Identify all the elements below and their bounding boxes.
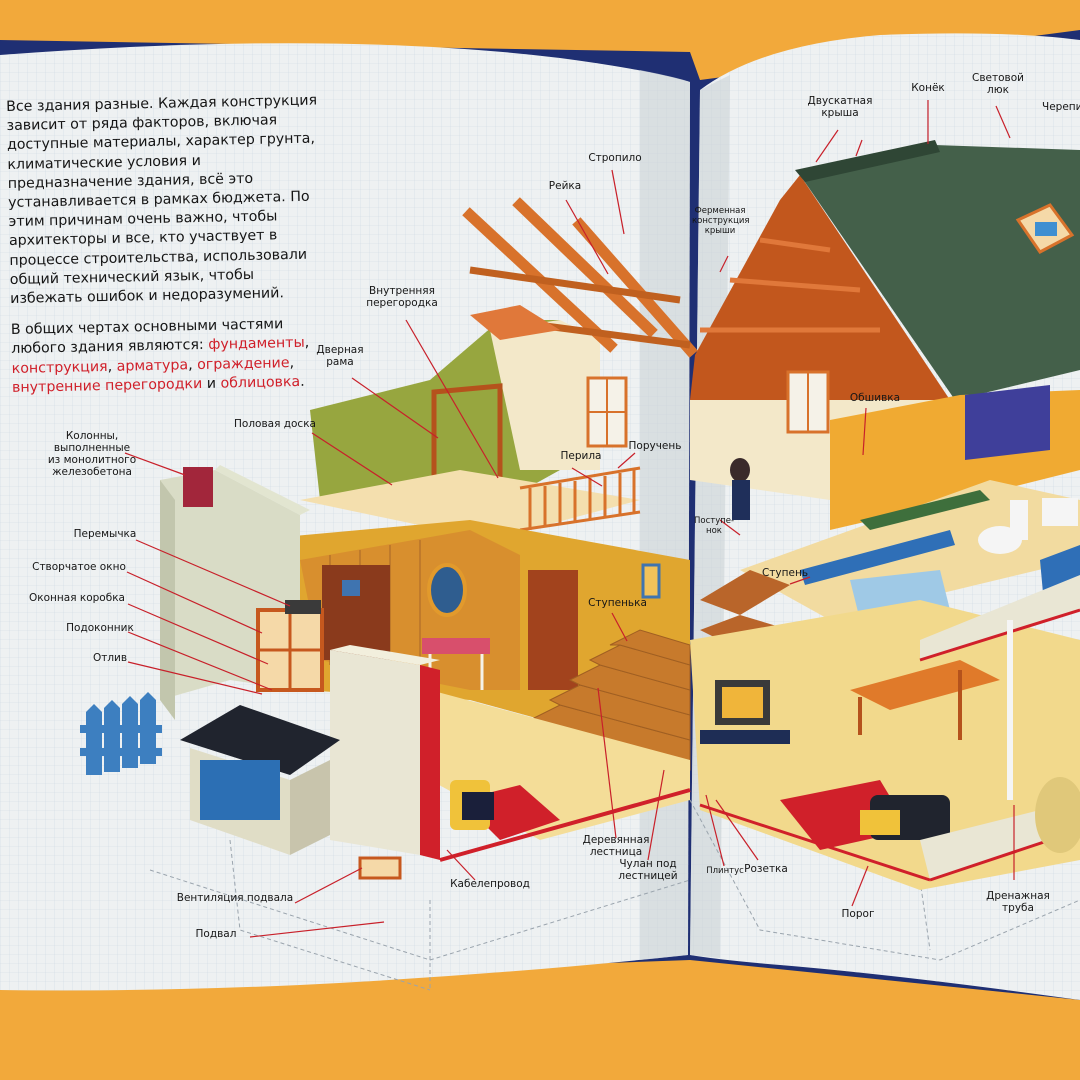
label-railing: Перила	[560, 450, 602, 462]
label-roof-truss: Ферменная конструкция крыши	[692, 206, 750, 236]
label-line: лестница	[589, 846, 643, 858]
label-drip-edge: Отлив	[92, 652, 128, 664]
intro-paragraph-2: В общих чертах основными частями любого …	[11, 315, 325, 398]
label-tread: Ступенька	[588, 597, 647, 609]
label-interior-partition: Внутренняя перегородка	[352, 285, 452, 309]
label-line: Внутренняя	[369, 285, 435, 297]
label-line: перегородка	[366, 297, 438, 309]
label-ridge: Конёк	[911, 82, 945, 94]
intro-text: Все здания разные. Каждая конструкция за…	[6, 91, 324, 410]
separator: ,	[304, 335, 310, 352]
label-line: Чулан под	[619, 858, 677, 870]
callout-lines	[124, 100, 1015, 938]
label-line: крыши	[704, 226, 736, 236]
label-skylight: Световой люк	[968, 72, 1028, 96]
separator: .	[299, 373, 305, 390]
label-basement-vent: Вентиляция подвала	[176, 892, 294, 904]
shed	[180, 705, 340, 855]
label-line: Деревянная	[582, 834, 650, 846]
label-siding: Обшивка	[849, 392, 901, 404]
label-basement: Подвал	[195, 928, 237, 940]
label-windowsill: Подоконник	[66, 622, 134, 634]
label-wooden-stairs: Деревянная лестница	[576, 834, 656, 858]
label-batten: Рейка	[548, 180, 582, 192]
label-line: из монолитного	[47, 454, 137, 466]
separator: ,	[289, 354, 295, 371]
label-tiles: Черепи	[1042, 101, 1080, 113]
label-line: Световой	[972, 72, 1024, 84]
label-step: Ступень	[761, 567, 809, 579]
label-line: Поступе-	[694, 516, 735, 526]
label-line: Двускатная	[807, 95, 873, 107]
railing	[519, 466, 641, 532]
label-line: рама	[326, 356, 354, 368]
label-lintel: Перемычка	[73, 528, 137, 540]
intro-paragraph-1: Все здания разные. Каждая конструкция за…	[6, 92, 318, 307]
label-floorboard: Половая доска	[234, 418, 316, 430]
foundation-outline	[149, 799, 1080, 991]
label-casement-window: Створчатое окно	[32, 561, 126, 573]
part-reinforcement: арматура	[116, 356, 189, 375]
part-partitions: внутренние перегородки	[11, 375, 203, 396]
label-gable-roof: Двускатная крыша	[800, 95, 880, 119]
part-cladding: облицовка	[220, 373, 301, 392]
label-columns: Колонны, выполненные из монолитного желе…	[28, 430, 156, 478]
label-riser: Поступе- нок	[694, 516, 734, 536]
label-line: Ферменная	[694, 206, 746, 216]
label-line: Дверная	[316, 344, 364, 356]
label-line: Дренажная	[986, 890, 1050, 902]
conjunction: и	[206, 375, 217, 392]
interior-door	[322, 565, 390, 660]
label-baseboard: Плинтус	[706, 866, 744, 876]
part-foundations: фундаменты	[208, 335, 305, 354]
label-door-frame: Дверная рама	[310, 344, 370, 368]
part-structure: конструкция	[11, 358, 108, 377]
label-line: труба	[1002, 902, 1034, 914]
label-line: люк	[987, 84, 1009, 96]
label-handrail: Поручень	[628, 440, 682, 452]
label-window-frame: Оконная коробка	[29, 592, 125, 604]
fence	[80, 692, 162, 775]
label-cable-conduit: Кабелепровод	[450, 878, 530, 890]
label-line: крыша	[821, 107, 859, 119]
label-line: лестницей	[618, 870, 678, 882]
label-drain-pipe: Дренажная труба	[978, 890, 1058, 914]
label-rafter: Стропило	[588, 152, 642, 164]
roof	[800, 145, 1080, 400]
label-line: железобетона	[52, 466, 132, 478]
label-outlet: Розетка	[744, 863, 788, 875]
label-line: нок	[706, 526, 722, 536]
label-line: конструкция	[692, 216, 750, 226]
label-line: выполненные	[53, 442, 131, 454]
part-enclosure: ограждение	[196, 354, 290, 373]
label-line: Колонны,	[65, 430, 119, 442]
label-under-stairs-closet: Чулан под лестницей	[618, 858, 678, 882]
label-threshold: Порог	[841, 908, 875, 920]
